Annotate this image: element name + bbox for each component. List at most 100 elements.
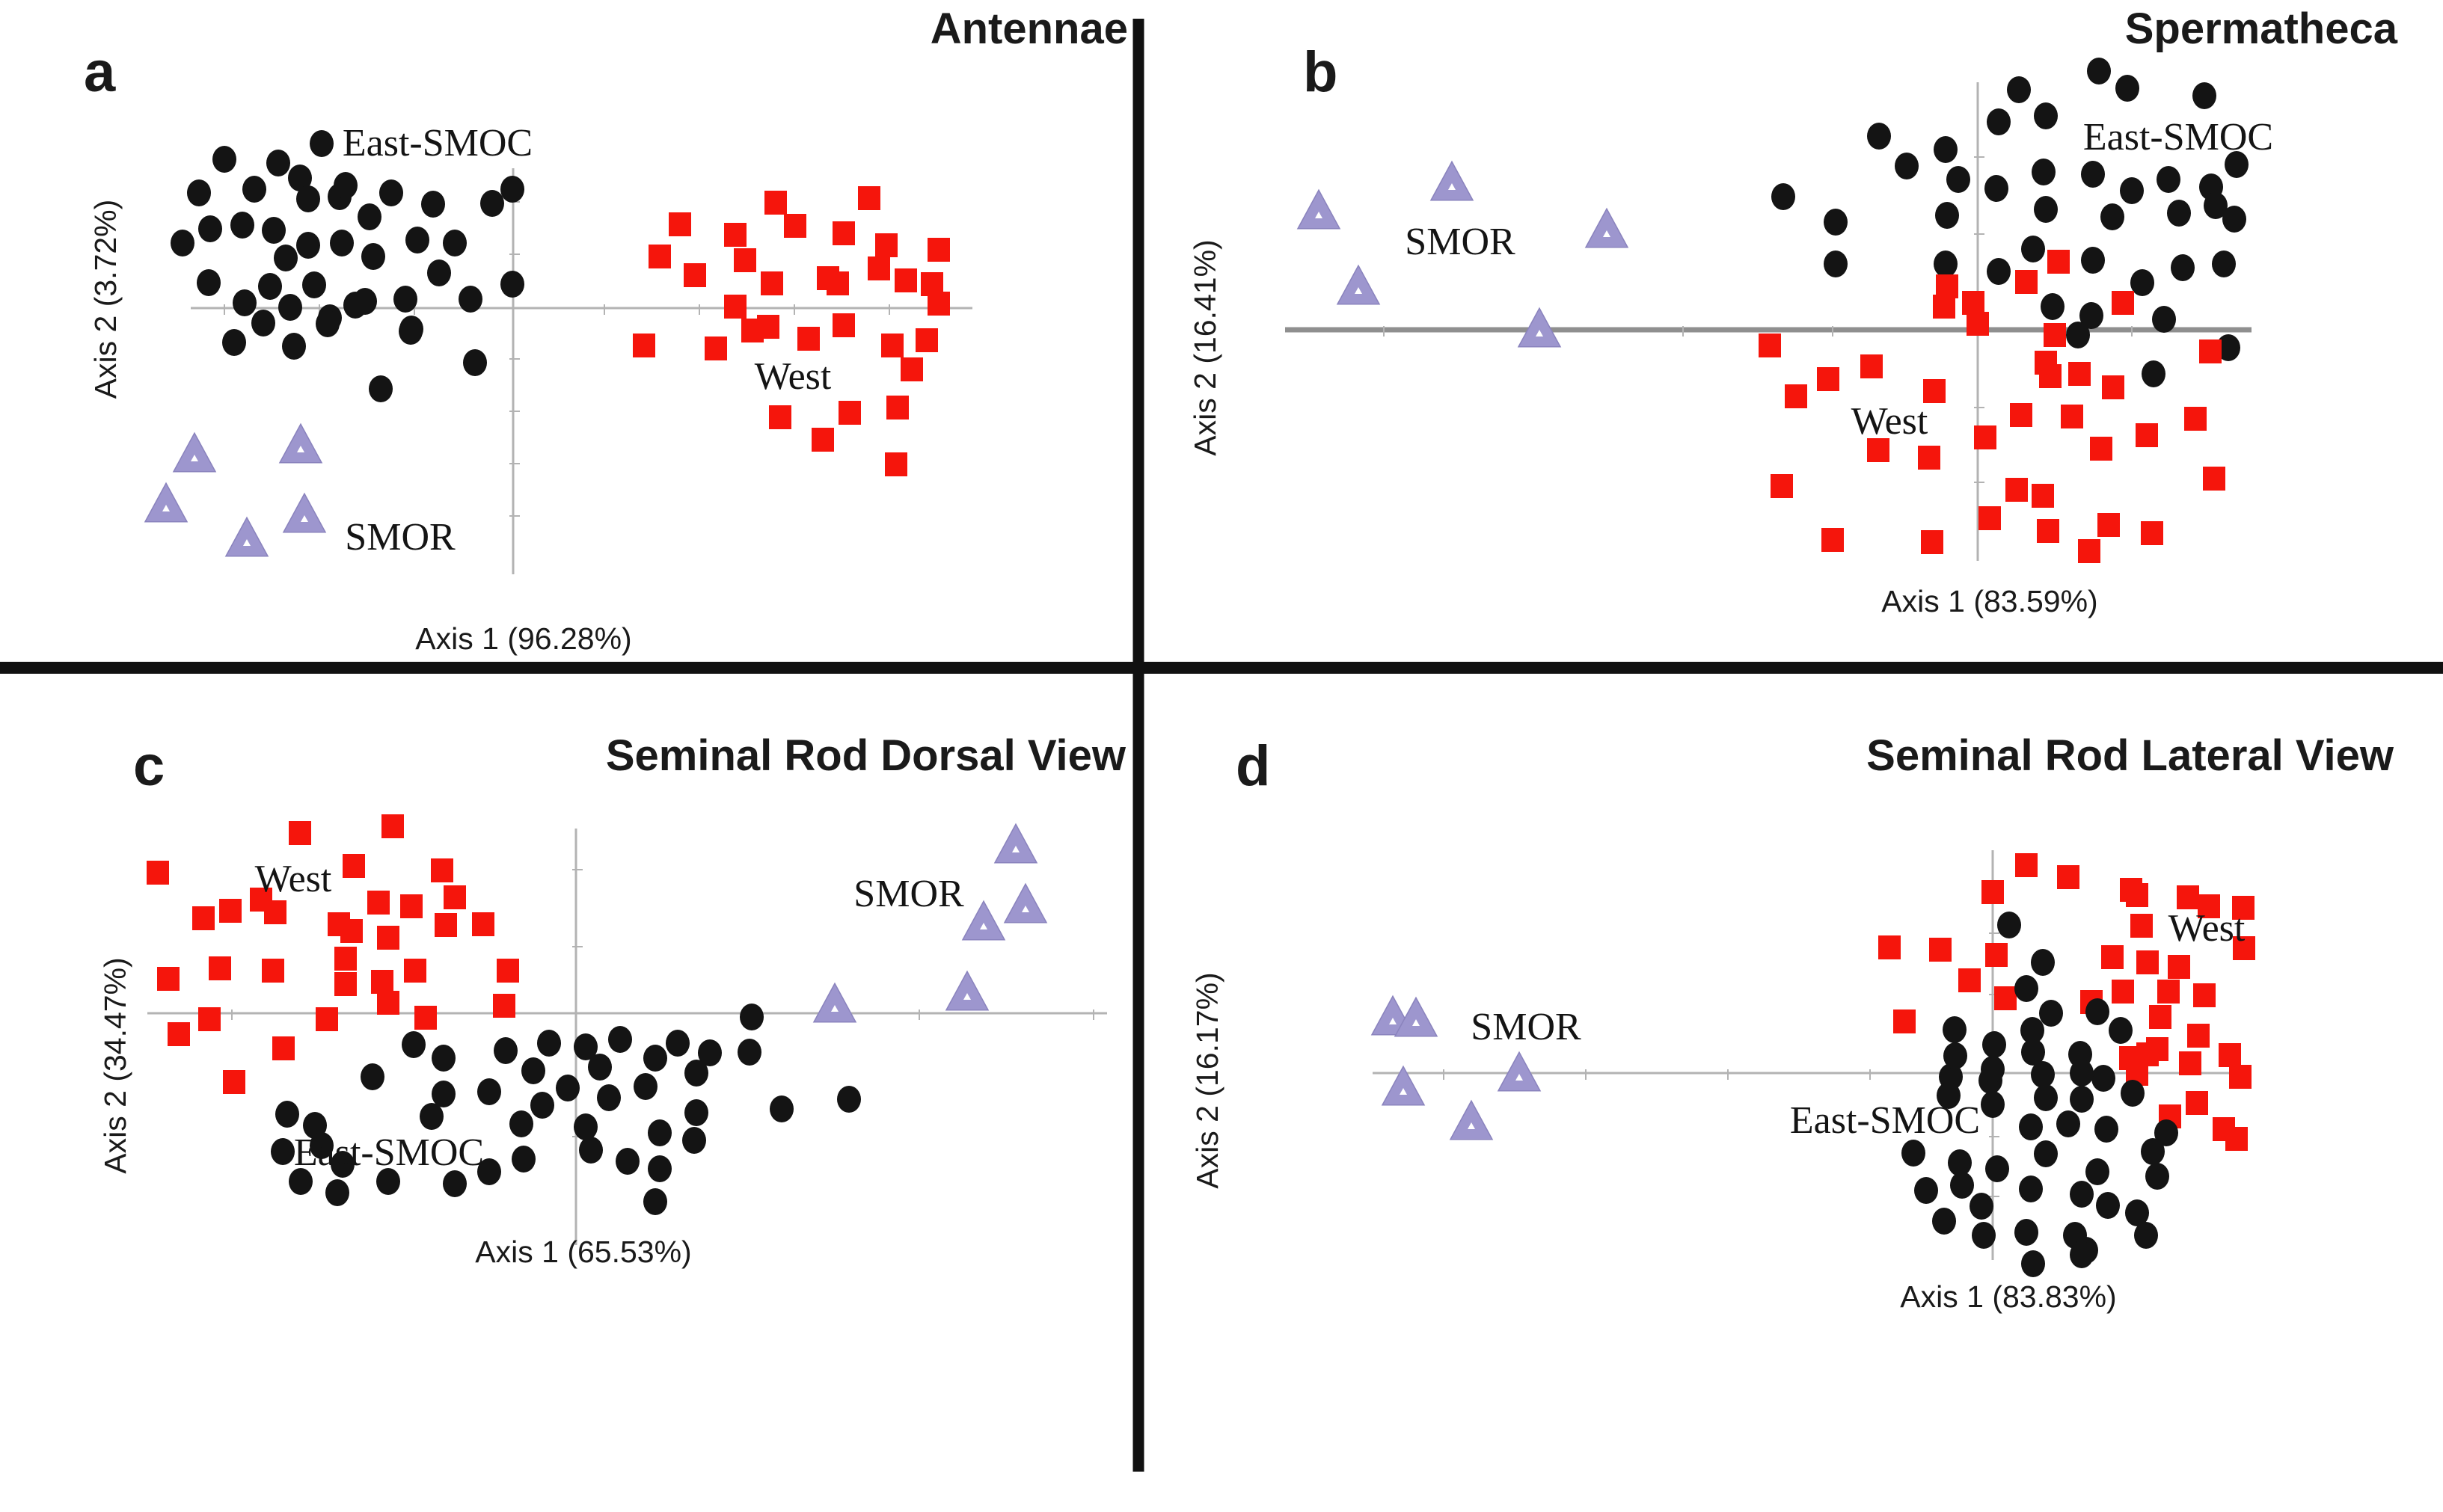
data-point-square — [916, 328, 938, 352]
data-point-circle — [588, 1054, 612, 1081]
data-point-circle — [616, 1148, 640, 1175]
data-point-circle — [427, 259, 451, 286]
data-point-circle — [1970, 1193, 1993, 1220]
data-point-circle — [2034, 196, 2058, 223]
data-point-square — [1967, 312, 1989, 336]
panel-c-yaxis-label: Axis 2 (34.47%) — [98, 957, 132, 1173]
data-point-square — [2090, 437, 2112, 461]
data-point-triangle — [1381, 1065, 1426, 1106]
data-point-square — [209, 956, 231, 980]
data-point-square — [895, 268, 917, 292]
data-point-circle — [574, 1033, 598, 1060]
data-point-square — [272, 1036, 295, 1060]
panel-d-title: Seminal Rod Lateral View — [1866, 731, 2394, 780]
data-point-circle — [2031, 1061, 2055, 1088]
panel-d: d Seminal Rod Lateral View Axis 1 (83.83… — [1190, 731, 2394, 1314]
data-point-circle — [666, 1030, 690, 1057]
panel-a-points-east-smoc — [171, 130, 524, 402]
data-point-circle — [282, 333, 306, 360]
data-point-circle — [2134, 1222, 2158, 1249]
data-point-square — [1981, 880, 2004, 904]
data-point-circle — [251, 310, 275, 336]
triangle-inner-mark — [831, 1005, 839, 1012]
data-point-circle — [1987, 258, 2011, 285]
data-point-circle — [358, 203, 381, 230]
data-point-square — [2149, 1005, 2171, 1029]
data-point-circle — [770, 1095, 794, 1122]
data-point-circle — [2142, 360, 2165, 387]
data-point-square — [334, 947, 357, 971]
data-point-triangle — [1003, 882, 1048, 924]
data-point-circle — [1972, 1222, 1996, 1249]
data-point-circle — [1982, 1031, 2006, 1058]
data-point-circle — [258, 273, 282, 300]
data-point-circle — [2081, 247, 2105, 274]
data-point-square — [2005, 478, 2028, 502]
triangle-inner-mark — [1355, 287, 1362, 294]
data-point-square — [881, 334, 904, 357]
data-point-circle — [353, 288, 377, 315]
data-point-circle — [242, 176, 266, 203]
data-point-circle — [2154, 1119, 2178, 1146]
data-point-circle — [1985, 1155, 2009, 1182]
data-point-circle — [2014, 975, 2038, 1002]
data-point-square — [669, 212, 691, 236]
data-point-square — [414, 1006, 437, 1030]
data-point-square — [886, 396, 909, 420]
data-point-circle — [477, 1158, 501, 1185]
data-point-square — [2101, 945, 2124, 969]
data-point-circle — [837, 1086, 861, 1113]
data-point-square — [797, 327, 820, 351]
data-point-square — [2225, 1127, 2248, 1151]
data-point-square — [1771, 474, 1793, 498]
data-point-square — [316, 1007, 338, 1031]
data-point-square — [2141, 521, 2163, 545]
data-point-circle — [379, 179, 403, 206]
data-point-square — [435, 913, 457, 937]
panel-c-points-smor — [812, 823, 1048, 1023]
triangle-inner-mark — [162, 505, 170, 511]
data-point-circle — [1895, 153, 1919, 179]
data-point-square — [2179, 1051, 2201, 1075]
data-point-square — [2039, 364, 2062, 388]
data-point-circle — [288, 165, 312, 191]
data-point-circle — [1950, 1172, 1974, 1199]
data-point-circle — [1987, 108, 2011, 135]
data-point-square — [493, 994, 515, 1018]
data-point-circle — [2020, 1017, 2044, 1044]
data-point-triangle — [1336, 264, 1381, 305]
data-point-circle — [1981, 1091, 2005, 1118]
data-point-square — [2078, 539, 2100, 563]
panel-c-cluster-label-west: West — [255, 858, 332, 900]
data-point-circle — [2225, 151, 2249, 178]
data-point-circle — [1943, 1042, 1967, 1069]
data-point-circle — [187, 179, 211, 206]
data-point-circle — [2125, 1199, 2149, 1226]
data-point-circle — [740, 1004, 764, 1030]
data-point-square — [1817, 367, 1839, 391]
panel-d-yaxis-label: Axis 2 (16.17%) — [1190, 972, 1224, 1188]
triangle-inner-mark — [1603, 230, 1610, 237]
data-point-square — [1860, 354, 1883, 378]
data-point-circle — [480, 190, 504, 217]
data-point-circle — [698, 1039, 722, 1066]
data-point-triangle — [278, 422, 323, 464]
data-point-square — [1936, 274, 1958, 298]
data-point-circle — [1901, 1140, 1925, 1167]
data-point-circle — [2100, 203, 2124, 230]
data-point-triangle — [172, 431, 217, 473]
data-point-circle — [421, 191, 445, 218]
data-point-square — [2015, 853, 2038, 877]
data-point-square — [769, 405, 791, 429]
panel-a-plot — [144, 130, 972, 574]
data-point-circle — [574, 1113, 598, 1140]
data-point-square — [377, 926, 399, 950]
data-point-circle — [432, 1045, 456, 1072]
panel-b-letter: b — [1303, 40, 1337, 104]
data-point-square — [633, 334, 655, 357]
panel-d-plot — [1370, 850, 2255, 1277]
data-point-square — [1958, 968, 1981, 992]
data-point-circle — [1984, 175, 2008, 202]
data-point-circle — [1934, 136, 1958, 163]
data-point-circle — [2192, 82, 2216, 109]
